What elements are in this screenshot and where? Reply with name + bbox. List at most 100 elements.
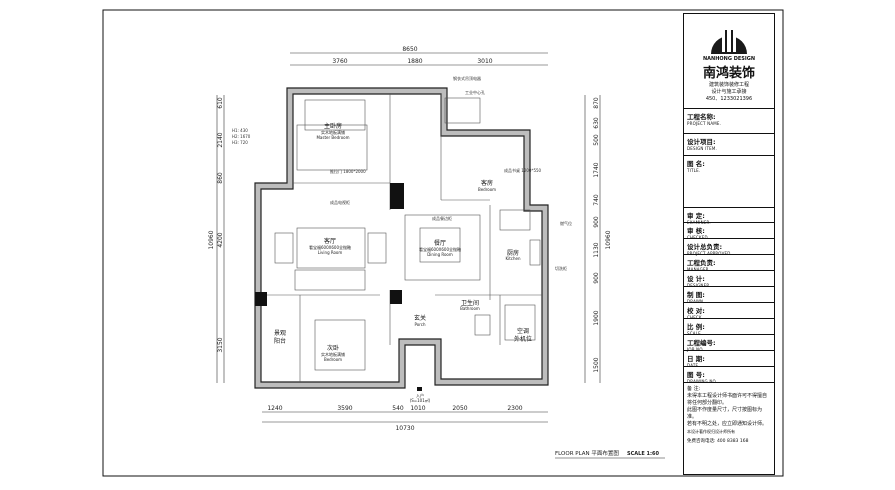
- room-balcony-2: 阳台: [274, 337, 286, 345]
- slogan-1: 建筑装饰装修工程: [708, 82, 749, 88]
- field-examiner: 审 定:EXAMINER.: [684, 208, 774, 225]
- brand-en: NANHONG DESIGN: [702, 56, 756, 62]
- dim-left: 610: [217, 97, 224, 109]
- field-drawing-no: 图 号:DRAWING NO.: [684, 367, 774, 384]
- annotation: 成品书桌 1200*550: [504, 167, 542, 173]
- room-master-floor: 实木地板满铺: [321, 129, 345, 135]
- drawing-caption: FLOOR PLAN 平面布置图: [555, 449, 619, 457]
- entry-area: (S=101㎡): [410, 397, 431, 403]
- dim-bottom: 2300: [507, 405, 522, 412]
- dim-left: 4200: [217, 232, 224, 247]
- field-date: 日 期:DATE.: [684, 351, 774, 368]
- title-block: NANHONG DESIGN 南鸿装饰 建筑装饰装修工程 设计与施工承接 450…: [683, 13, 775, 475]
- drawing-scale: SCALE 1:60: [627, 451, 659, 457]
- note: 若有不明之处，应立即通知设计师。: [687, 421, 768, 427]
- brand-cn: 南鸿装饰: [702, 66, 755, 81]
- dim-bottom-total: 10730: [395, 425, 414, 432]
- entry-arrow-icon: [417, 387, 422, 391]
- annotation: 切洗柜: [555, 265, 567, 271]
- room-master-bedroom: 主卧房: [324, 122, 342, 130]
- dim-bottom: 1240: [267, 405, 282, 412]
- room-second-en: Bedroom: [324, 357, 342, 362]
- field-design-item: 设计项目:DESIGN ITEM.: [684, 134, 774, 156]
- room-guest-en: Bedroom: [478, 187, 496, 192]
- field-project-approved: 设计总负责:PROJECT APPROVED.: [684, 239, 774, 256]
- dim-right: 1740: [593, 162, 600, 177]
- dim-right: 1900: [593, 310, 600, 325]
- dim-right: 870: [593, 97, 600, 109]
- note: 此图不作度量尺寸，尺寸按图标为准。: [687, 407, 763, 420]
- column: [255, 292, 267, 306]
- dim-right: 740: [593, 194, 600, 206]
- dim-top-total: 8650: [402, 46, 417, 53]
- dim-right: 630: [593, 117, 600, 129]
- copyright: 本设计著作权归设计师所有: [687, 429, 735, 434]
- annotation: H1: 430: [232, 128, 248, 133]
- room-ac-2: 外机位: [514, 335, 532, 343]
- column-logo-icon: [711, 28, 747, 54]
- dim-right: 1500: [593, 357, 600, 372]
- dim-bottom: 3590: [337, 405, 352, 412]
- field-title: 图 名:TITLE.: [684, 156, 774, 208]
- dim-bottom: 1010: [410, 405, 425, 412]
- room-dining: 餐厅: [434, 239, 446, 247]
- dim-right: 900: [593, 216, 600, 228]
- annotation: 燃气位: [560, 220, 572, 226]
- annotation: H3: 720: [232, 140, 248, 145]
- room-ac: 空调: [517, 327, 529, 335]
- room-master-en: Master Bedroom: [316, 135, 349, 140]
- room-guest-bedroom: 客房: [481, 179, 493, 187]
- field-job-no: 工程编号:JOB NO.: [684, 335, 774, 352]
- dim-left: 3150: [217, 337, 224, 352]
- field-manager: 工程负责:MANAGER.: [684, 255, 774, 272]
- room-balcony: 景观: [274, 330, 286, 337]
- notes: 备 注: 未得本工程设计师书面许可不得擅自将任何部分翻印。 此图不作度量尺寸，尺…: [684, 383, 774, 448]
- dim-top: 3010: [477, 58, 492, 65]
- dim-right: 900: [593, 272, 600, 284]
- field-scale: 比 例:SCALE.: [684, 319, 774, 336]
- annotation: H2: 1670: [232, 134, 251, 139]
- dim-left: 2140: [217, 132, 224, 147]
- dim-bottom: 2050: [452, 405, 467, 412]
- annotation: 推拉门 1800*2000: [330, 168, 366, 174]
- slogan-2: 设计与施工承接: [711, 89, 747, 95]
- room-dining-floor: 看宝福600X600全抛釉: [419, 246, 461, 252]
- notes-title: 备 注:: [687, 386, 701, 392]
- field-project-name: 工程名称:PROJECT NAME.: [684, 109, 774, 134]
- dim-top: 1880: [407, 58, 422, 65]
- dimension-lines: [216, 52, 601, 423]
- annotation: 工业中心孔: [465, 89, 485, 95]
- room-kitchen-en: Kitchen: [505, 256, 520, 261]
- field-drawn: 制 图:DRAWN.: [684, 287, 774, 304]
- hotline: 免费咨询电话: 400 8383 168: [687, 439, 749, 444]
- room-living-floor: 看宝福600X600全抛釉: [309, 244, 351, 250]
- room-porch: 玄关: [414, 314, 426, 322]
- entry-label: 入户: [416, 392, 424, 398]
- dim-top: 3760: [332, 58, 347, 65]
- dim-right-total: 10960: [605, 230, 612, 249]
- room-bathroom-en: Bathroom: [460, 306, 480, 311]
- dim-left: 860: [217, 172, 224, 184]
- dim-right: 1130: [593, 242, 600, 257]
- reg-number: 450、1233021396: [705, 96, 753, 102]
- room-second-floor: 实木地板满铺: [321, 351, 345, 357]
- dim-left-total: 10960: [208, 230, 215, 249]
- room-living: 客厅: [324, 237, 336, 245]
- dim-bottom: 540: [392, 405, 404, 412]
- annotation: 钢衣式吊顶电器: [453, 75, 481, 81]
- column: [390, 290, 402, 304]
- annotation: 成品餐边柜: [432, 215, 452, 221]
- room-dining-en: Dining Room: [427, 252, 453, 257]
- field-checked: 审 核:CHECKED.: [684, 223, 774, 240]
- room-living-en: Living Room: [318, 250, 343, 255]
- annotation: 成品电视柜: [330, 199, 350, 205]
- room-bathroom: 卫生间: [461, 299, 479, 307]
- room-porch-en: Porch: [414, 322, 425, 327]
- field-designer: 设 计:DESIGNER.: [684, 271, 774, 288]
- brand-logo: NANHONG DESIGN 南鸿装饰 建筑装饰装修工程 设计与施工承接 450…: [684, 14, 774, 109]
- exterior-walls: [254, 87, 549, 389]
- note: 未得本工程设计师书面许可不得擅自将任何部分翻印。: [687, 393, 768, 406]
- drawing-frame: [102, 9, 784, 477]
- room-kitchen: 厨房: [507, 249, 519, 257]
